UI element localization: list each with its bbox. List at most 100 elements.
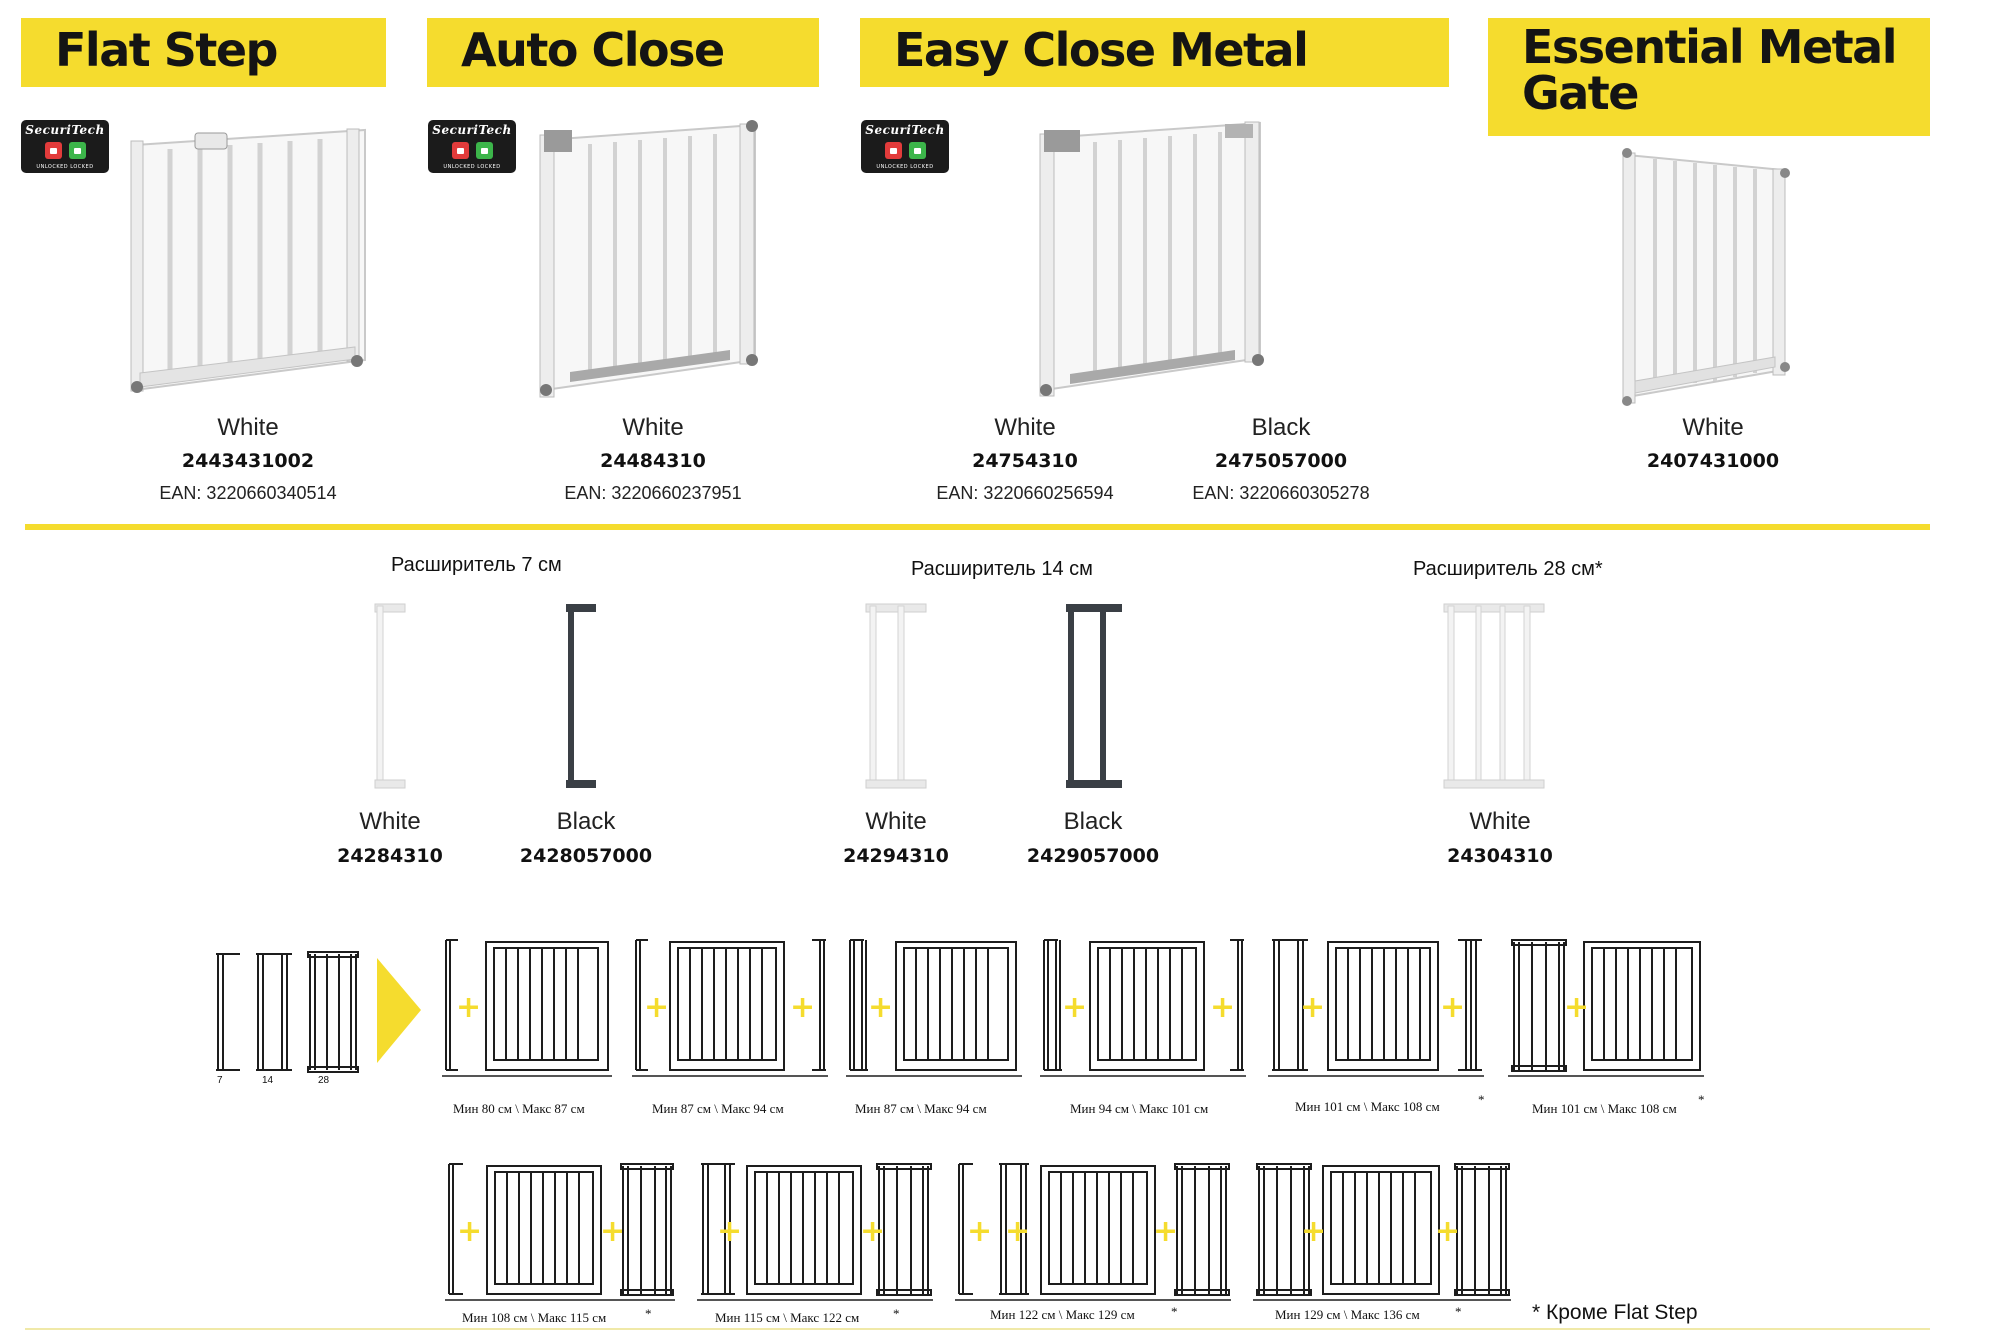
extension-code: 24284310	[337, 845, 443, 867]
product-ean: EAN: 3220660237951	[564, 483, 742, 503]
svg-text:+: +	[457, 1214, 482, 1249]
svg-text:+: +	[1440, 990, 1465, 1025]
product-title-line1: Essential Metal	[1522, 20, 1897, 74]
product-color: White	[622, 414, 684, 441]
product-code: 24754310	[972, 450, 1078, 472]
banner-auto-close: Auto Close	[427, 18, 819, 87]
locked-lock-icon	[909, 142, 926, 159]
badge-brand: SecuriTech	[865, 123, 945, 137]
product-code: 24484310	[600, 450, 706, 472]
securitech-badge: SecuriTech UNLOCKED LOCKED	[861, 120, 949, 173]
config-range: Мин 80 см \ Макс 87 см	[453, 1101, 585, 1116]
badge-brand: SecuriTech	[432, 123, 512, 137]
config-range: Мин 94 см \ Макс 101 см	[1070, 1101, 1209, 1116]
product-color: Black	[1251, 414, 1311, 441]
config-star: *	[893, 1306, 900, 1321]
svg-text:+: +	[644, 990, 669, 1025]
extension-7cm-white-image	[374, 603, 406, 789]
legend-label-28: 28	[318, 1075, 330, 1086]
config-star: *	[645, 1306, 652, 1321]
extension-code: 24294310	[843, 845, 949, 867]
config-5-diagram: + +	[1268, 939, 1484, 1077]
product-code: 2443431002	[181, 450, 315, 472]
unlocked-lock-icon	[452, 142, 469, 159]
locked-lock-icon	[69, 142, 86, 159]
config-range: Мин 87 см \ Макс 94 см	[855, 1101, 987, 1116]
extension-28cm-white-image	[1443, 603, 1545, 789]
config-range: Мин 108 см \ Макс 115 см	[462, 1310, 607, 1325]
locked-lock-icon	[476, 142, 493, 159]
badge-captions: UNLOCKED LOCKED	[876, 164, 934, 170]
extension-color: Black	[1063, 808, 1123, 835]
unlocked-lock-icon	[45, 142, 62, 159]
auto-close-gate-image	[539, 120, 758, 398]
securitech-badge: SecuriTech UNLOCKED LOCKED	[21, 120, 109, 173]
legend-label-7: 7	[217, 1075, 223, 1086]
product-code: 2407431000	[1646, 450, 1780, 472]
product-color: White	[1682, 414, 1744, 441]
product-color: White	[217, 414, 279, 441]
config-star: *	[1478, 1092, 1485, 1107]
extension-title-14cm: Расширитель 14 см	[911, 558, 1093, 580]
extension-title-7cm: Расширитель 7 см	[391, 554, 562, 576]
config-range: Мин 122 см \ Макс 129 см	[990, 1307, 1135, 1322]
badge-captions: UNLOCKED LOCKED	[36, 164, 94, 170]
config-4-diagram: + +	[1040, 939, 1246, 1077]
product-code: 2475057000	[1214, 450, 1348, 472]
config-star: *	[1455, 1304, 1462, 1319]
extension-14cm-black-image	[1066, 604, 1122, 788]
config-range: Мин 87 см \ Макс 94 см	[652, 1101, 784, 1116]
extension-code: 24304310	[1447, 845, 1553, 867]
extension-legend-icons	[216, 951, 359, 1073]
config-star: *	[1698, 1092, 1705, 1107]
config-1-diagram: +	[442, 939, 612, 1077]
config-9-diagram: + + +	[955, 1163, 1231, 1301]
product-ean: EAN: 3220660256594	[936, 483, 1114, 503]
arrow-right-icon	[377, 958, 421, 1063]
essential-metal-gate-image	[1622, 148, 1790, 406]
svg-text:+: +	[1210, 990, 1235, 1025]
svg-text:+: +	[868, 990, 893, 1025]
svg-text:+: +	[1062, 990, 1087, 1025]
config-range: Мин 101 см \ Макс 108 см	[1295, 1099, 1440, 1114]
banner-easy-close-metal: Easy Close Metal	[860, 18, 1449, 87]
extension-7cm-black-image	[566, 604, 596, 788]
config-2-diagram: + +	[632, 939, 828, 1077]
svg-text:+: +	[456, 990, 481, 1025]
svg-text:+: +	[790, 990, 815, 1025]
config-8-diagram: + +	[697, 1163, 933, 1301]
extension-14cm-white-image	[865, 603, 927, 789]
easy-close-metal-gate-image	[1039, 121, 1264, 397]
svg-text:+: +	[1435, 1214, 1460, 1249]
svg-text:+: +	[860, 1214, 885, 1249]
product-ean: EAN: 3220660340514	[159, 483, 337, 503]
product-title: Auto Close	[461, 23, 725, 77]
svg-text:+: +	[1301, 1214, 1326, 1249]
extension-title-28cm: Расширитель 28 см*	[1413, 558, 1603, 580]
config-3-diagram: +	[846, 939, 1022, 1077]
extension-code: 2428057000	[519, 845, 653, 867]
bottom-divider	[25, 1328, 1930, 1330]
footnote: * Кроме Flat Step	[1532, 1301, 1698, 1324]
extension-color: White	[1469, 808, 1531, 835]
product-color: White	[994, 414, 1056, 441]
svg-text:+: +	[1300, 990, 1325, 1025]
extension-code: 2429057000	[1026, 845, 1160, 867]
config-6-diagram: +	[1508, 939, 1704, 1077]
badge-captions: UNLOCKED LOCKED	[443, 164, 501, 170]
config-range: Мин 129 см \ Макс 136 см	[1275, 1307, 1420, 1322]
section-divider	[25, 524, 1930, 530]
svg-text:+: +	[1005, 1214, 1030, 1249]
config-range: Мин 115 см \ Макс 122 см	[715, 1310, 860, 1325]
extension-color: White	[865, 808, 927, 835]
unlocked-lock-icon	[885, 142, 902, 159]
extension-color: Black	[556, 808, 616, 835]
product-title-line2: Gate	[1522, 66, 1640, 120]
securitech-badge: SecuriTech UNLOCKED LOCKED	[428, 120, 516, 173]
svg-text:+: +	[717, 1214, 742, 1249]
config-7-diagram: + +	[445, 1163, 675, 1301]
svg-text:+: +	[600, 1214, 625, 1249]
svg-text:+: +	[1564, 990, 1589, 1025]
svg-text:+: +	[967, 1214, 992, 1249]
flat-step-gate-image	[130, 128, 366, 393]
